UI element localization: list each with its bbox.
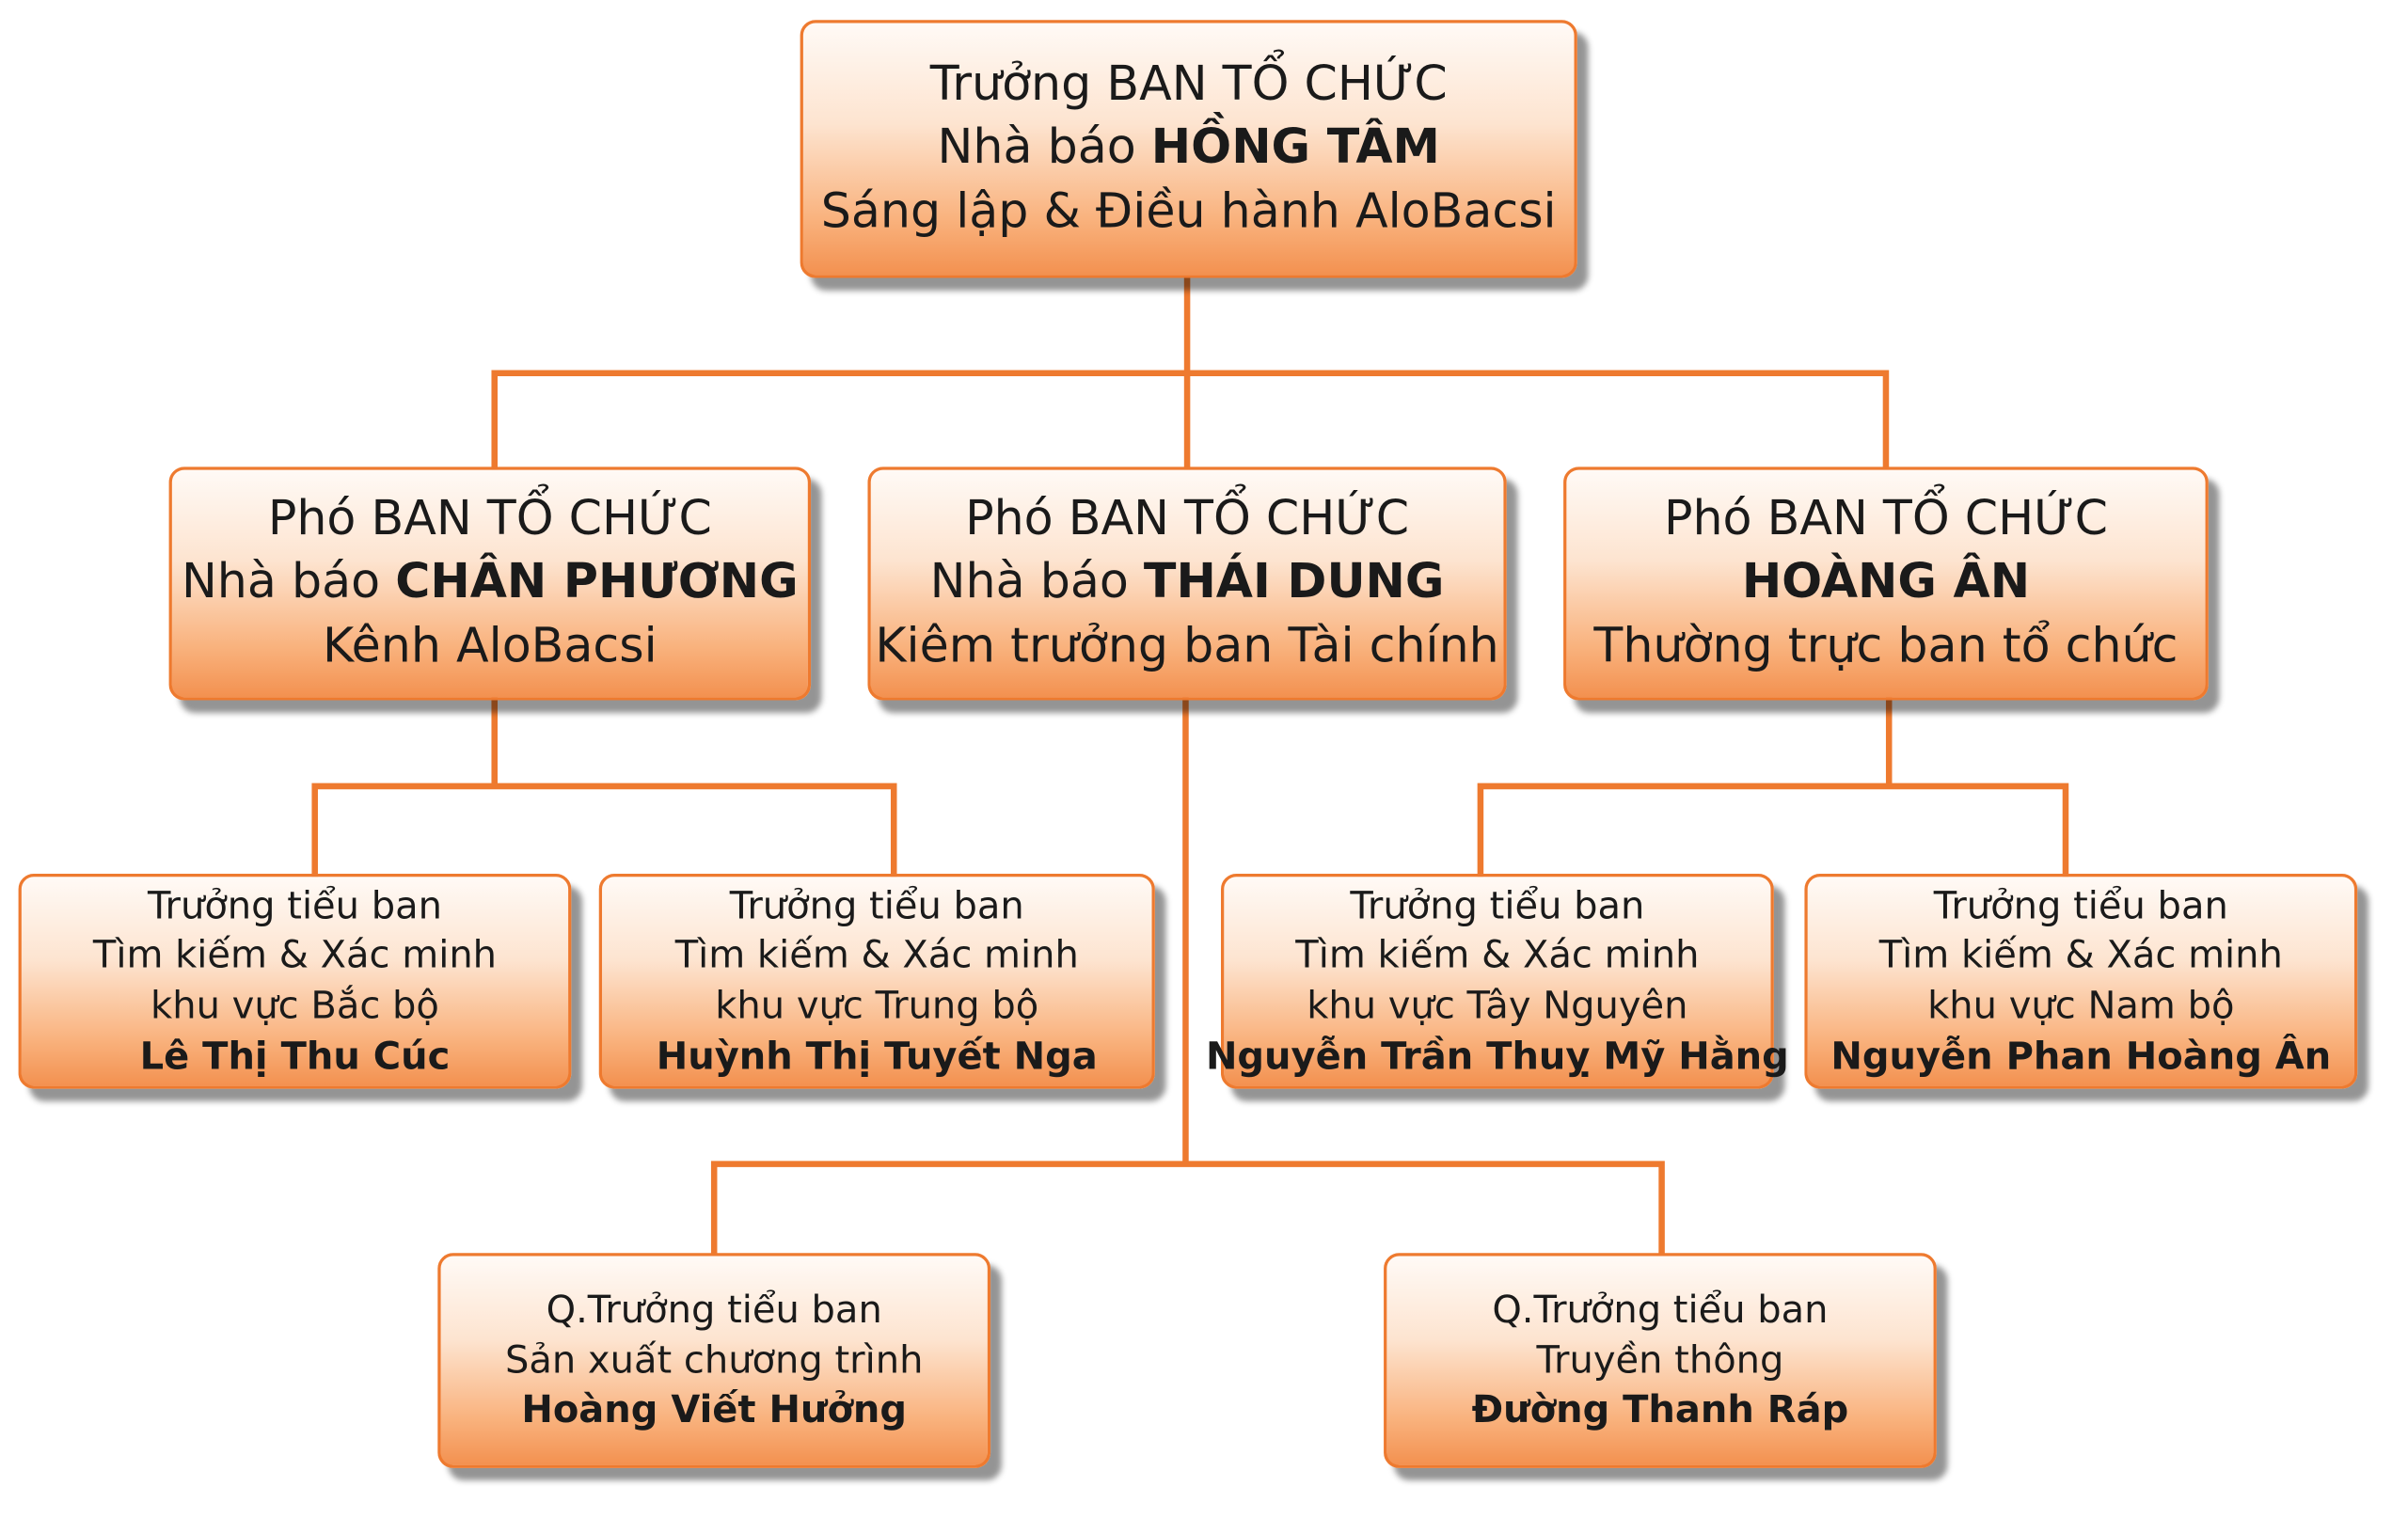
subhead-title: Trưởng tiểu ban — [729, 882, 1024, 927]
subhead-unit: Tìm kiếm & Xác minh — [92, 932, 498, 978]
head-name-prefix: Nhà báo — [937, 119, 1151, 176]
acting-title: Q.Trưởng tiểu ban — [1492, 1287, 1829, 1332]
acting-name: Hoàng Viết Hưởng — [521, 1386, 908, 1432]
acting-title: Q.Trưởng tiểu ban — [546, 1287, 882, 1332]
deputy-name-prefix: Nhà báo — [929, 555, 1144, 610]
subhead-box: Trưởng tiểu ban Tìm kiếm & Xác minh khu … — [1804, 874, 2358, 1089]
subhead-region: khu vực Nam bộ — [1927, 982, 2235, 1028]
deputy-role: Thường trực ban tổ chức — [1593, 618, 2178, 674]
connector-right-deputy — [1477, 697, 2069, 878]
acting-unit: Sản xuất chương trình — [504, 1336, 924, 1382]
acting-name: Đường Thanh Ráp — [1471, 1386, 1849, 1432]
deputy-name: CHÂN PHƯƠNG — [395, 555, 799, 610]
subhead-unit: Tìm kiếm & Xác minh — [1295, 932, 1700, 978]
subhead-title: Trưởng tiểu ban — [147, 882, 442, 927]
subhead-unit: Tìm kiếm & Xác minh — [674, 932, 1079, 978]
deputy-box: Phó BAN TỔ CHỨC Nhà báo THÁI DUNG Kiêm t… — [867, 466, 1507, 701]
head-title: Trưởng BAN TỔ CHỨC — [929, 56, 1448, 113]
deputy-box: Phó BAN TỔ CHỨC HOÀNG ÂN Thường trực ban… — [1563, 466, 2209, 701]
subhead-title: Trưởng tiểu ban — [1933, 882, 2228, 927]
deputy-box: Phó BAN TỔ CHỨC Nhà báo CHÂN PHƯƠNG Kênh… — [168, 466, 812, 701]
deputy-name-prefix: Nhà báo — [181, 555, 396, 610]
deputy-role: Kiêm trưởng ban Tài chính — [875, 618, 1499, 674]
subhead-name: Lê Thị Thu Cúc — [139, 1033, 451, 1078]
subhead-box: Trưởng tiểu ban Tìm kiếm & Xác minh khu … — [18, 874, 572, 1089]
connector-head-to-deputies — [491, 276, 1890, 470]
subhead-name: Nguyễn Trần Thuỵ Mỹ Hằng — [1205, 1033, 1789, 1078]
deputy-name-line: Nhà báo THÁI DUNG — [930, 552, 1445, 615]
connector-center-deputy — [710, 697, 1665, 1257]
deputy-title: Phó BAN TỔ CHỨC — [965, 491, 1410, 547]
deputy-name-line: HOÀNG ÂN — [1742, 552, 2030, 615]
head-name-line: Nhà báo HỒNG TÂM — [938, 118, 1440, 181]
acting-unit: Truyền thông — [1536, 1336, 1784, 1382]
head-role: Sáng lập & Điều hành AloBacsi — [820, 183, 1557, 240]
subhead-unit: Tìm kiếm & Xác minh — [1878, 932, 2283, 978]
subhead-name: Huỳnh Thị Tuyết Nga — [656, 1033, 1098, 1078]
subhead-name: Nguyễn Phan Hoàng Ân — [1830, 1033, 2332, 1078]
subhead-box: Trưởng tiểu ban Tìm kiếm & Xác minh khu … — [1206, 874, 1789, 1089]
deputy-name-line: Nhà báo CHÂN PHƯƠNG — [182, 552, 799, 615]
deputy-title: Phó BAN TỔ CHỨC — [267, 491, 712, 547]
deputy-role: Kênh AloBacsi — [322, 618, 657, 674]
acting-box: Q.Trưởng tiểu ban Truyền thông Đường Tha… — [1384, 1253, 1937, 1468]
subhead-region: khu vực Tây Nguyên — [1307, 982, 1688, 1028]
acting-box: Q.Trưởng tiểu ban Sản xuất chương trình … — [437, 1253, 991, 1468]
subhead-region: khu vực Bắc bộ — [150, 982, 439, 1028]
head-name: HỒNG TÂM — [1150, 119, 1440, 176]
deputy-name: THÁI DUNG — [1143, 555, 1445, 610]
deputy-name: HOÀNG ÂN — [1741, 555, 2031, 610]
subhead-region: khu vực Trung bộ — [715, 982, 1039, 1028]
subhead-box: Trưởng tiểu ban Tìm kiếm & Xác minh khu … — [598, 874, 1155, 1089]
head-box: Trưởng BAN TỔ CHỨC Nhà báo HỒNG TÂM Sáng… — [800, 20, 1577, 278]
connector-left-deputy — [311, 697, 897, 878]
deputy-title: Phó BAN TỔ CHỨC — [1663, 491, 2108, 547]
subhead-title: Trưởng tiểu ban — [1350, 882, 1645, 927]
